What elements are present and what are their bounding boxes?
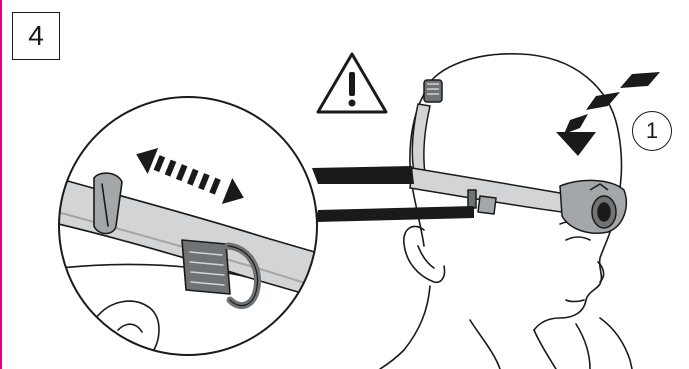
neck-back xyxy=(380,286,430,369)
zoom-detail xyxy=(50,97,340,356)
step-number-box: 4 xyxy=(12,12,60,60)
warning-triangle-icon xyxy=(318,54,386,112)
zoom-beam-lower xyxy=(316,206,474,222)
ear xyxy=(404,226,445,282)
mouth xyxy=(566,300,584,302)
neck-front xyxy=(534,330,556,369)
shoulder-right xyxy=(600,318,632,369)
collar xyxy=(470,320,500,369)
eye xyxy=(566,237,590,240)
strap-buckle xyxy=(478,196,496,214)
step-number: 4 xyxy=(28,20,44,52)
callout-marker: 1 xyxy=(632,111,672,151)
rear-dial xyxy=(424,80,442,102)
zoom-buckle xyxy=(182,240,230,294)
callout-number: 1 xyxy=(646,118,658,144)
zoom-beam-upper xyxy=(312,166,414,184)
